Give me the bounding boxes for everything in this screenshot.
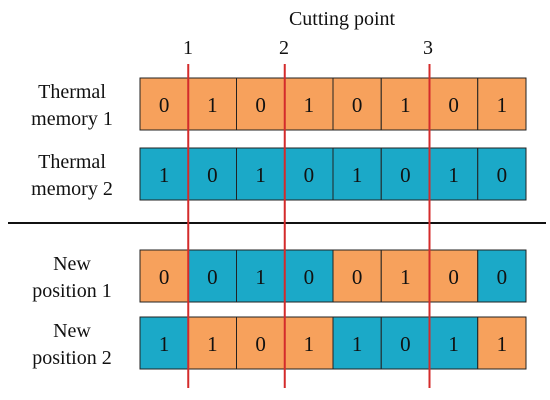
bit-value: 1 xyxy=(448,163,459,187)
cut-label-2: 2 xyxy=(279,37,289,59)
bit-value: 0 xyxy=(400,163,411,187)
bit-cell xyxy=(284,147,334,201)
bit-cell xyxy=(139,77,189,131)
bit-cell xyxy=(236,77,286,131)
bit-cell xyxy=(187,77,237,131)
cut-label-3: 3 xyxy=(423,37,433,59)
bit-value: 1 xyxy=(352,332,363,356)
row-label: Thermal xyxy=(38,81,106,103)
bit-value: 1 xyxy=(352,163,363,187)
row-label: memory 2 xyxy=(31,178,113,200)
bit-cell xyxy=(187,249,237,303)
bit-cell xyxy=(429,77,479,131)
bit-value: 0 xyxy=(159,93,170,117)
bit-value: 0 xyxy=(304,265,315,289)
bit-value: 0 xyxy=(255,332,266,356)
bit-value: 1 xyxy=(448,332,459,356)
bit-value: 1 xyxy=(207,93,218,117)
bit-value: 1 xyxy=(497,332,508,356)
bit-value: 0 xyxy=(400,332,411,356)
bit-value: 1 xyxy=(207,332,218,356)
bit-value: 1 xyxy=(400,93,411,117)
bit-cell xyxy=(429,249,479,303)
bit-cells: 0 1 0 1 0 1 0 1 1 0 1 0 1 0 1 0 0 0 1 0 0 1 0 0 1 1 0 1 1 0 1 1 xyxy=(139,77,527,370)
cutting-point-title: Cutting point xyxy=(289,8,396,30)
bit-cell xyxy=(477,147,527,201)
bit-value: 0 xyxy=(207,163,218,187)
row-labels: Thermal memory 1 Thermal memory 2 New positio… xyxy=(31,81,113,369)
bit-value: 1 xyxy=(400,265,411,289)
bit-cell xyxy=(236,316,286,370)
bit-value: 1 xyxy=(255,265,266,289)
bit-cell xyxy=(380,77,430,131)
bit-value: 0 xyxy=(352,265,363,289)
bit-value: 0 xyxy=(497,163,508,187)
bit-value: 0 xyxy=(448,265,459,289)
row-label: Thermal xyxy=(38,151,106,173)
bit-cell xyxy=(332,316,382,370)
bit-cell xyxy=(139,249,189,303)
bit-value: 0 xyxy=(159,265,170,289)
bit-cell xyxy=(477,77,527,131)
bit-cell xyxy=(332,147,382,201)
bit-value: 0 xyxy=(352,93,363,117)
bit-cell xyxy=(477,316,527,370)
bit-value: 1 xyxy=(159,163,170,187)
bit-cell xyxy=(187,316,237,370)
bit-cell xyxy=(477,249,527,303)
bit-value: 1 xyxy=(304,93,315,117)
bit-cell xyxy=(139,316,189,370)
bit-value: 0 xyxy=(304,163,315,187)
bit-cell xyxy=(236,147,286,201)
cut-label-1: 1 xyxy=(183,37,193,59)
bit-value: 0 xyxy=(255,93,266,117)
bit-cell xyxy=(380,316,430,370)
bit-value: 0 xyxy=(448,93,459,117)
bit-cell xyxy=(332,77,382,131)
bit-value: 0 xyxy=(497,265,508,289)
row-label: memory 1 xyxy=(31,108,113,130)
bit-value: 1 xyxy=(255,163,266,187)
bit-value: 0 xyxy=(207,265,218,289)
row-label: position 1 xyxy=(32,280,111,302)
row-label: New xyxy=(53,320,91,342)
bit-value: 1 xyxy=(304,332,315,356)
row-label: New xyxy=(53,253,91,275)
bit-cell xyxy=(380,249,430,303)
bit-value: 1 xyxy=(159,332,170,356)
cut-lines xyxy=(187,64,431,388)
bit-cell xyxy=(332,249,382,303)
row-label: position 2 xyxy=(32,347,111,369)
bit-value: 1 xyxy=(497,93,508,117)
